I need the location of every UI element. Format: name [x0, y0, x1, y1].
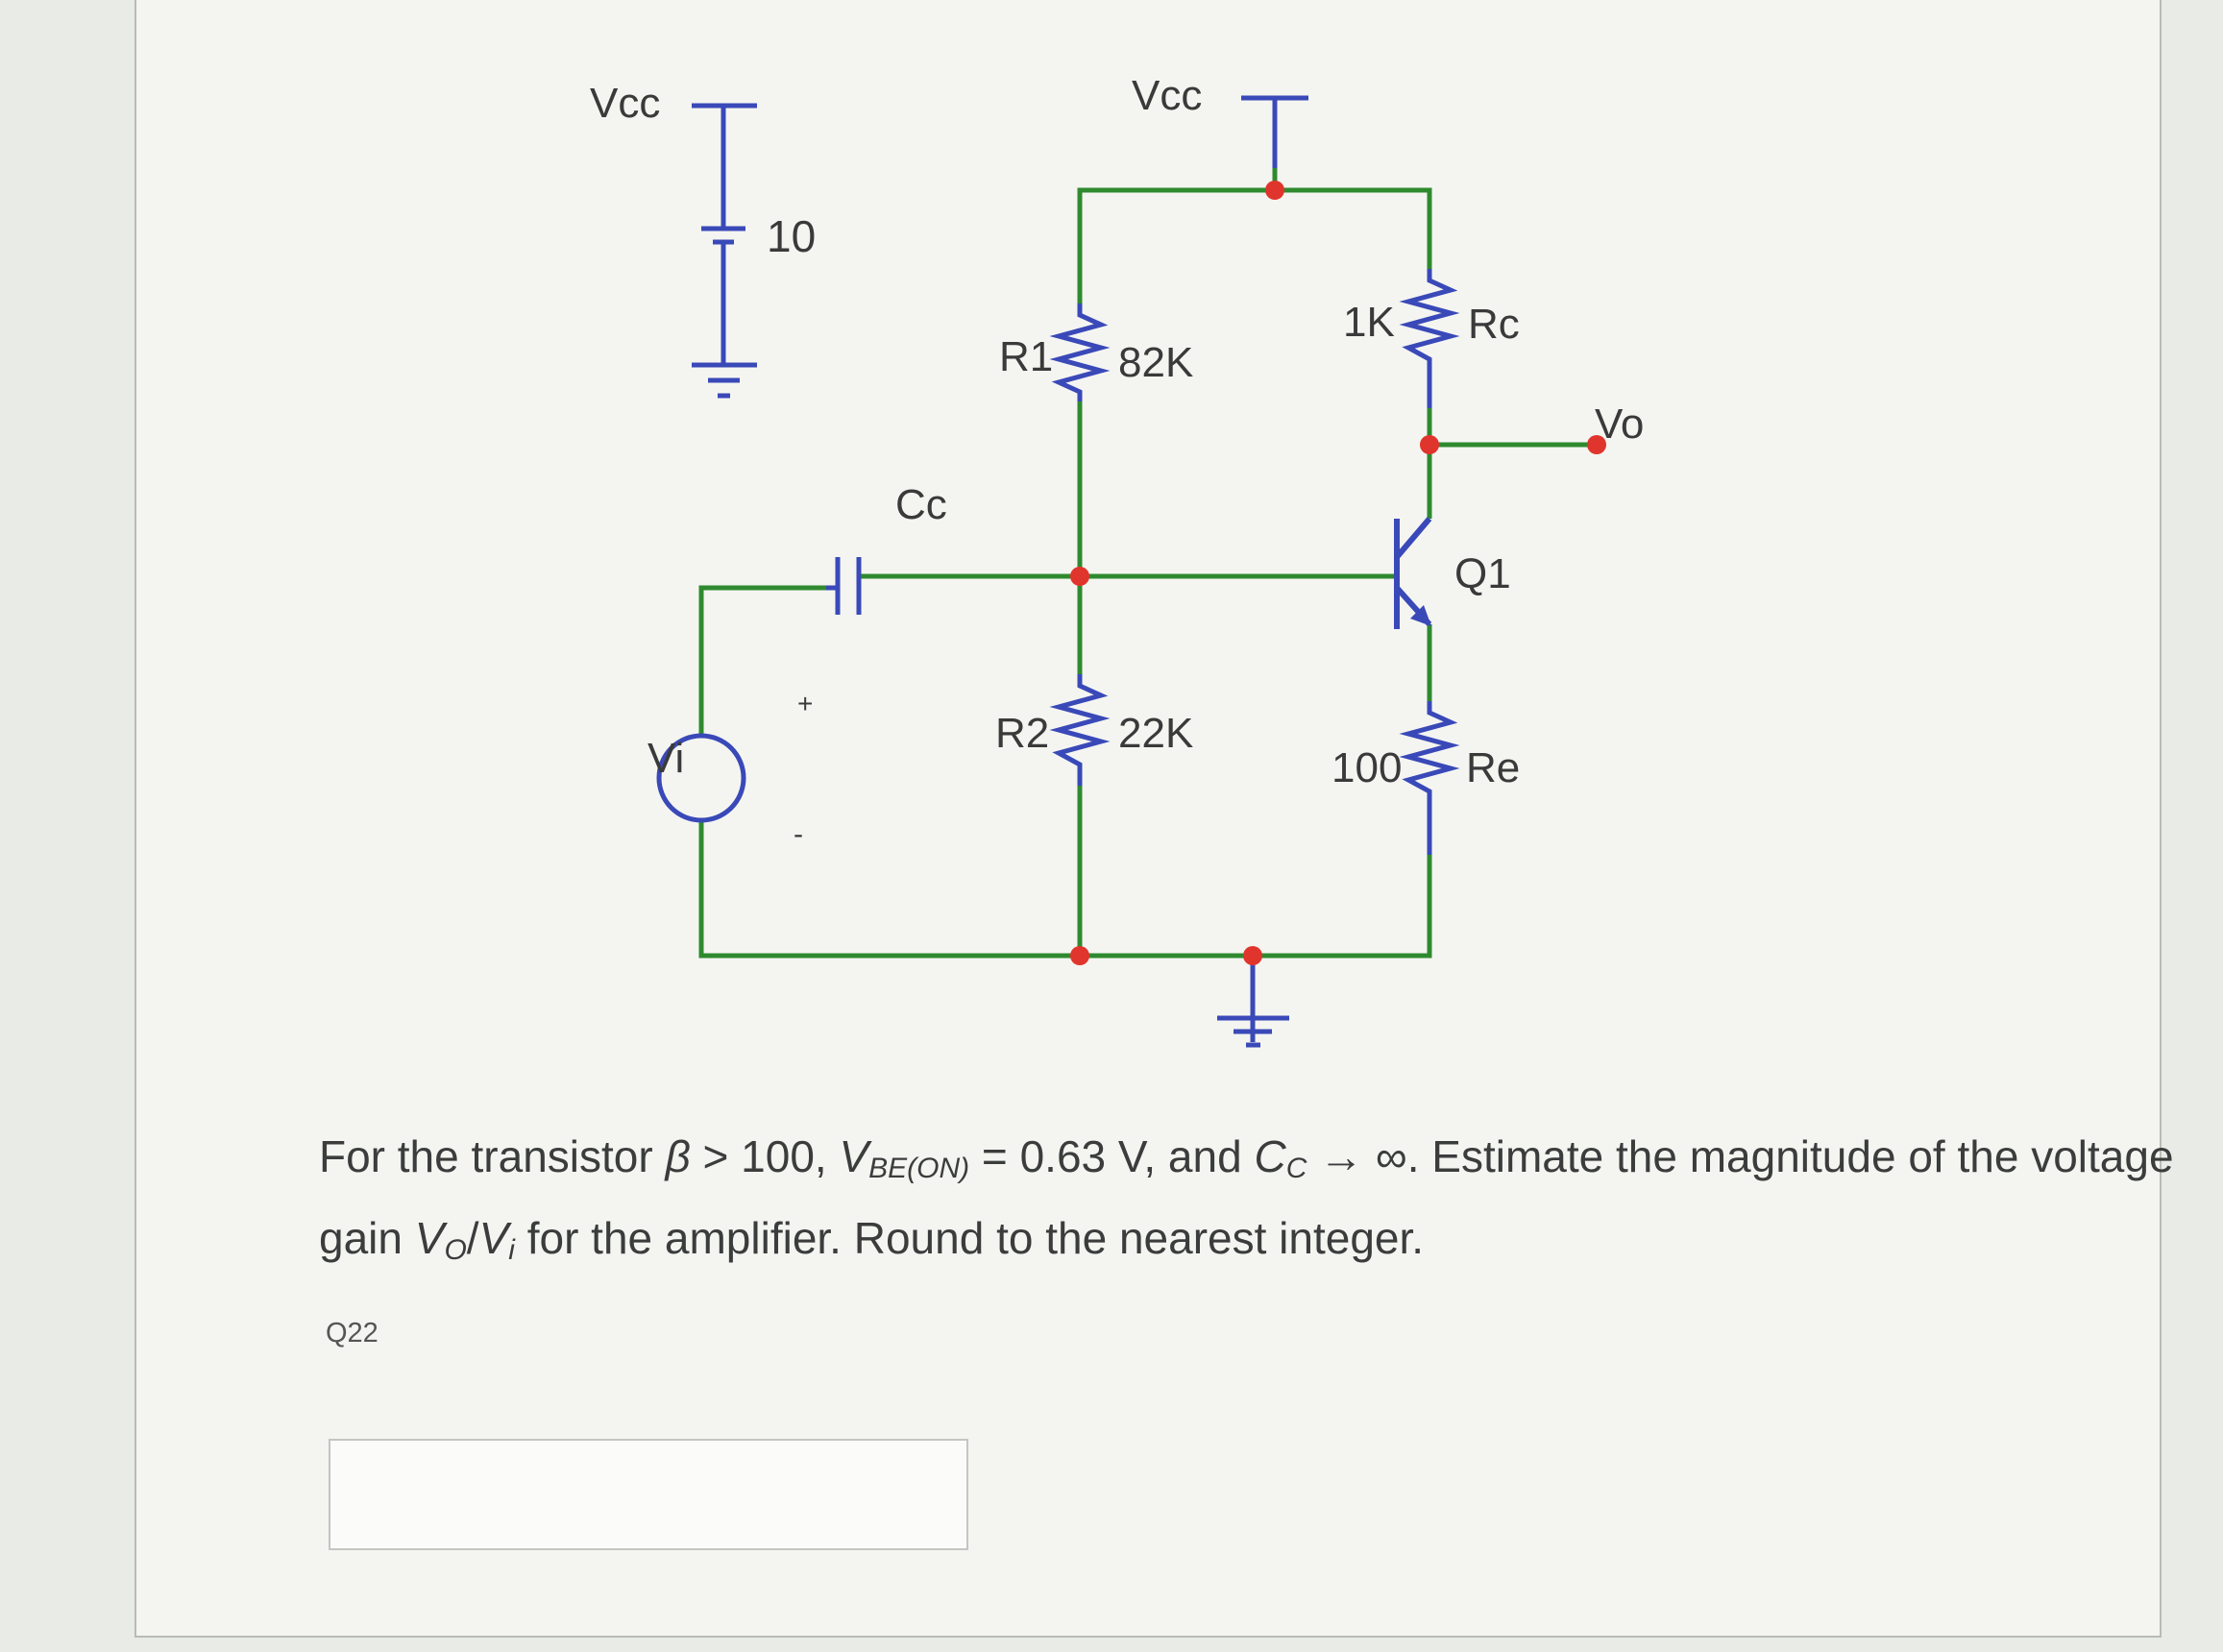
label-r1-value: 82K	[1118, 339, 1193, 386]
wire-source-top	[698, 585, 826, 738]
circuit-diagram: Vcc Vcc 10 R1 82K 1K Rc Vo Cc Q1 R2 22K …	[590, 72, 1644, 1048]
resistor-r1	[1049, 304, 1111, 401]
label-vcc-top: Vcc	[1132, 72, 1202, 119]
emitter-arrow-icon	[1410, 605, 1431, 626]
node-vo	[1587, 435, 1606, 454]
label-rc-value: 1K	[1343, 299, 1395, 346]
voltage-source-vi	[656, 733, 746, 823]
label-re-value: 100	[1331, 744, 1402, 791]
label-vi-name: Vi	[647, 735, 684, 782]
capacitor-cc	[826, 557, 862, 615]
node-collector	[1420, 435, 1439, 454]
label-vcc-left: Vcc	[590, 80, 660, 127]
wire-top-rail	[1077, 187, 1432, 304]
label-battery-value: 10	[767, 211, 816, 261]
label-q1-name: Q1	[1454, 550, 1511, 597]
resistor-re	[1399, 701, 1460, 855]
node-r2-bottom	[1070, 946, 1089, 965]
resistor-rc	[1399, 269, 1460, 408]
question-text: For the transistor β > 100, VBE(ON) = 0.…	[319, 1131, 2174, 1266]
label-source-plus: +	[797, 689, 813, 718]
node-vcc-top	[1265, 181, 1284, 200]
label-r2-value: 22K	[1118, 710, 1193, 757]
nodes	[1070, 181, 1606, 965]
vcc-top-terminal	[1241, 95, 1308, 168]
ground-icon	[1217, 960, 1289, 1048]
wire-source-bottom	[698, 818, 1432, 959]
label-vo-name: Vo	[1595, 401, 1644, 448]
label-re-name: Re	[1466, 744, 1520, 791]
answer-input[interactable]	[329, 1439, 968, 1550]
label-r2-name: R2	[995, 710, 1049, 757]
resistor-r2	[1049, 674, 1111, 786]
label-source-minus: -	[794, 818, 803, 850]
question-panel: Vcc Vcc 10 R1 82K 1K Rc Vo Cc Q1 R2 22K …	[134, 0, 2174, 1638]
label-r1-name: R1	[999, 333, 1053, 380]
battery-vcc-left	[692, 103, 757, 399]
label-rc-name: Rc	[1468, 301, 1520, 348]
node-base	[1070, 567, 1089, 586]
question-number: Q22	[326, 1318, 379, 1348]
label-cc-name: Cc	[895, 481, 947, 528]
node-ground	[1243, 946, 1262, 965]
